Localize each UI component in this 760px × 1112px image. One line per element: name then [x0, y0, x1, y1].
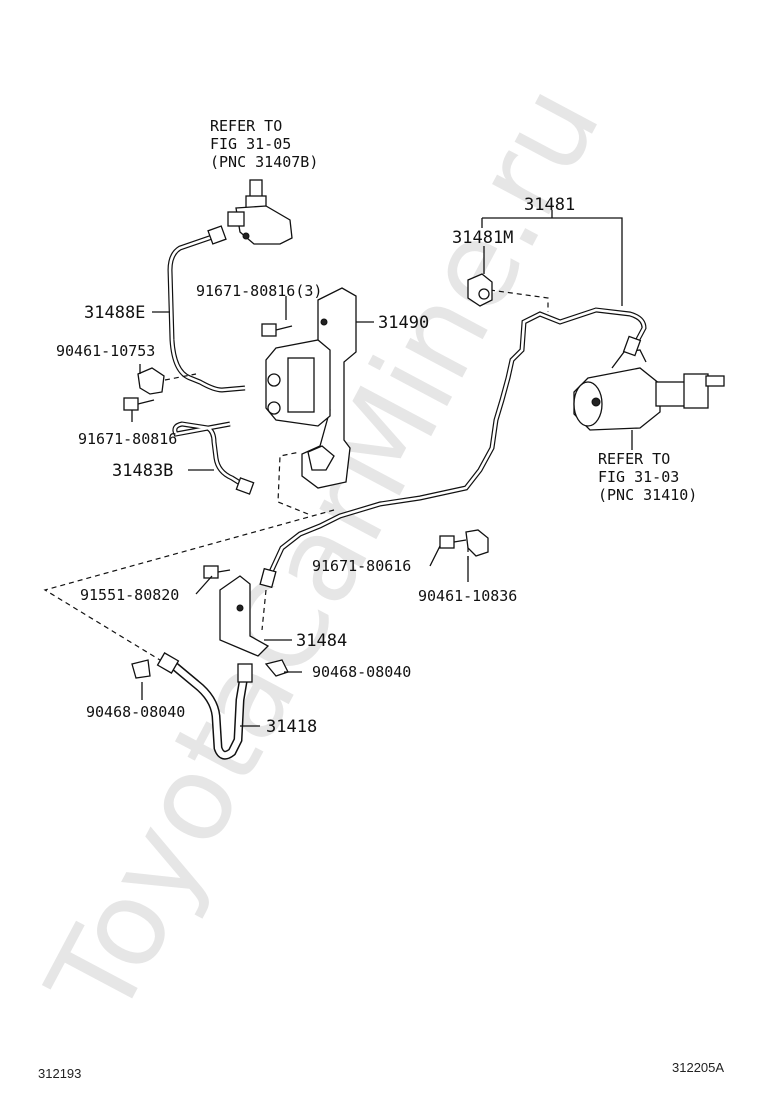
label-31490: 31490	[378, 313, 429, 333]
ref-right-line2: FIG 31-03	[598, 468, 679, 486]
label-91671-80616: 91671-80616	[312, 557, 411, 575]
pipe-31481	[267, 307, 647, 576]
footer-code-left: 312193	[38, 1066, 81, 1081]
bracket-31490	[265, 287, 357, 489]
label-90468-08040-left: 90468-08040	[86, 703, 185, 721]
ref-top-line3: (PNC 31407B)	[210, 153, 318, 171]
label-91671-80816-3: 91671-80816(3)	[196, 282, 322, 300]
bolt-91551-80820	[203, 565, 231, 579]
label-31483b: 31483B	[112, 461, 173, 481]
label-90468-08040-right: 90468-08040	[312, 663, 411, 681]
label-31481: 31481	[524, 195, 575, 215]
clip-90468-08040-left	[131, 659, 151, 679]
ref-right-line3: (PNC 31410)	[598, 486, 697, 504]
label-90461-10836: 90461-10836	[418, 587, 517, 605]
label-31488e: 31488E	[84, 303, 145, 323]
clip-90461-10753	[137, 367, 165, 395]
clip-90461-10836	[465, 529, 489, 557]
pipe-31488e	[167, 233, 246, 393]
fitting-31483b-end	[235, 477, 255, 495]
hose-31418	[169, 660, 249, 760]
label-91551-80820: 91551-80820	[80, 586, 179, 604]
bolt-91671-80816	[123, 397, 155, 411]
clip-31481m	[467, 273, 493, 307]
master-cylinder	[573, 335, 725, 431]
footer-code-right: 312205A	[672, 1060, 724, 1075]
bolt-91671-80816-3	[261, 323, 293, 337]
ref-callout-top: REFER TO FIG 31-05 (PNC 31407B)	[210, 117, 318, 171]
hose-end-fittings	[156, 567, 277, 683]
label-90461-10753: 90461-10753	[56, 342, 155, 360]
ref-top-line1: REFER TO	[210, 117, 282, 135]
label-31481m: 31481M	[452, 228, 513, 248]
bolt-91671-80616	[439, 535, 467, 549]
label-91671-80816: 91671-80816	[78, 430, 177, 448]
pipe-31483b	[172, 421, 250, 491]
ref-callout-right: REFER TO FIG 31-03 (PNC 31410)	[598, 450, 697, 504]
bracket-31484	[219, 575, 270, 657]
union-fitting-top	[207, 179, 293, 245]
label-31484: 31484	[296, 631, 347, 651]
label-31418: 31418	[266, 717, 317, 737]
leader-lines	[131, 210, 633, 727]
ref-top-line2: FIG 31-05	[210, 135, 291, 153]
ref-right-line1: REFER TO	[598, 450, 670, 468]
